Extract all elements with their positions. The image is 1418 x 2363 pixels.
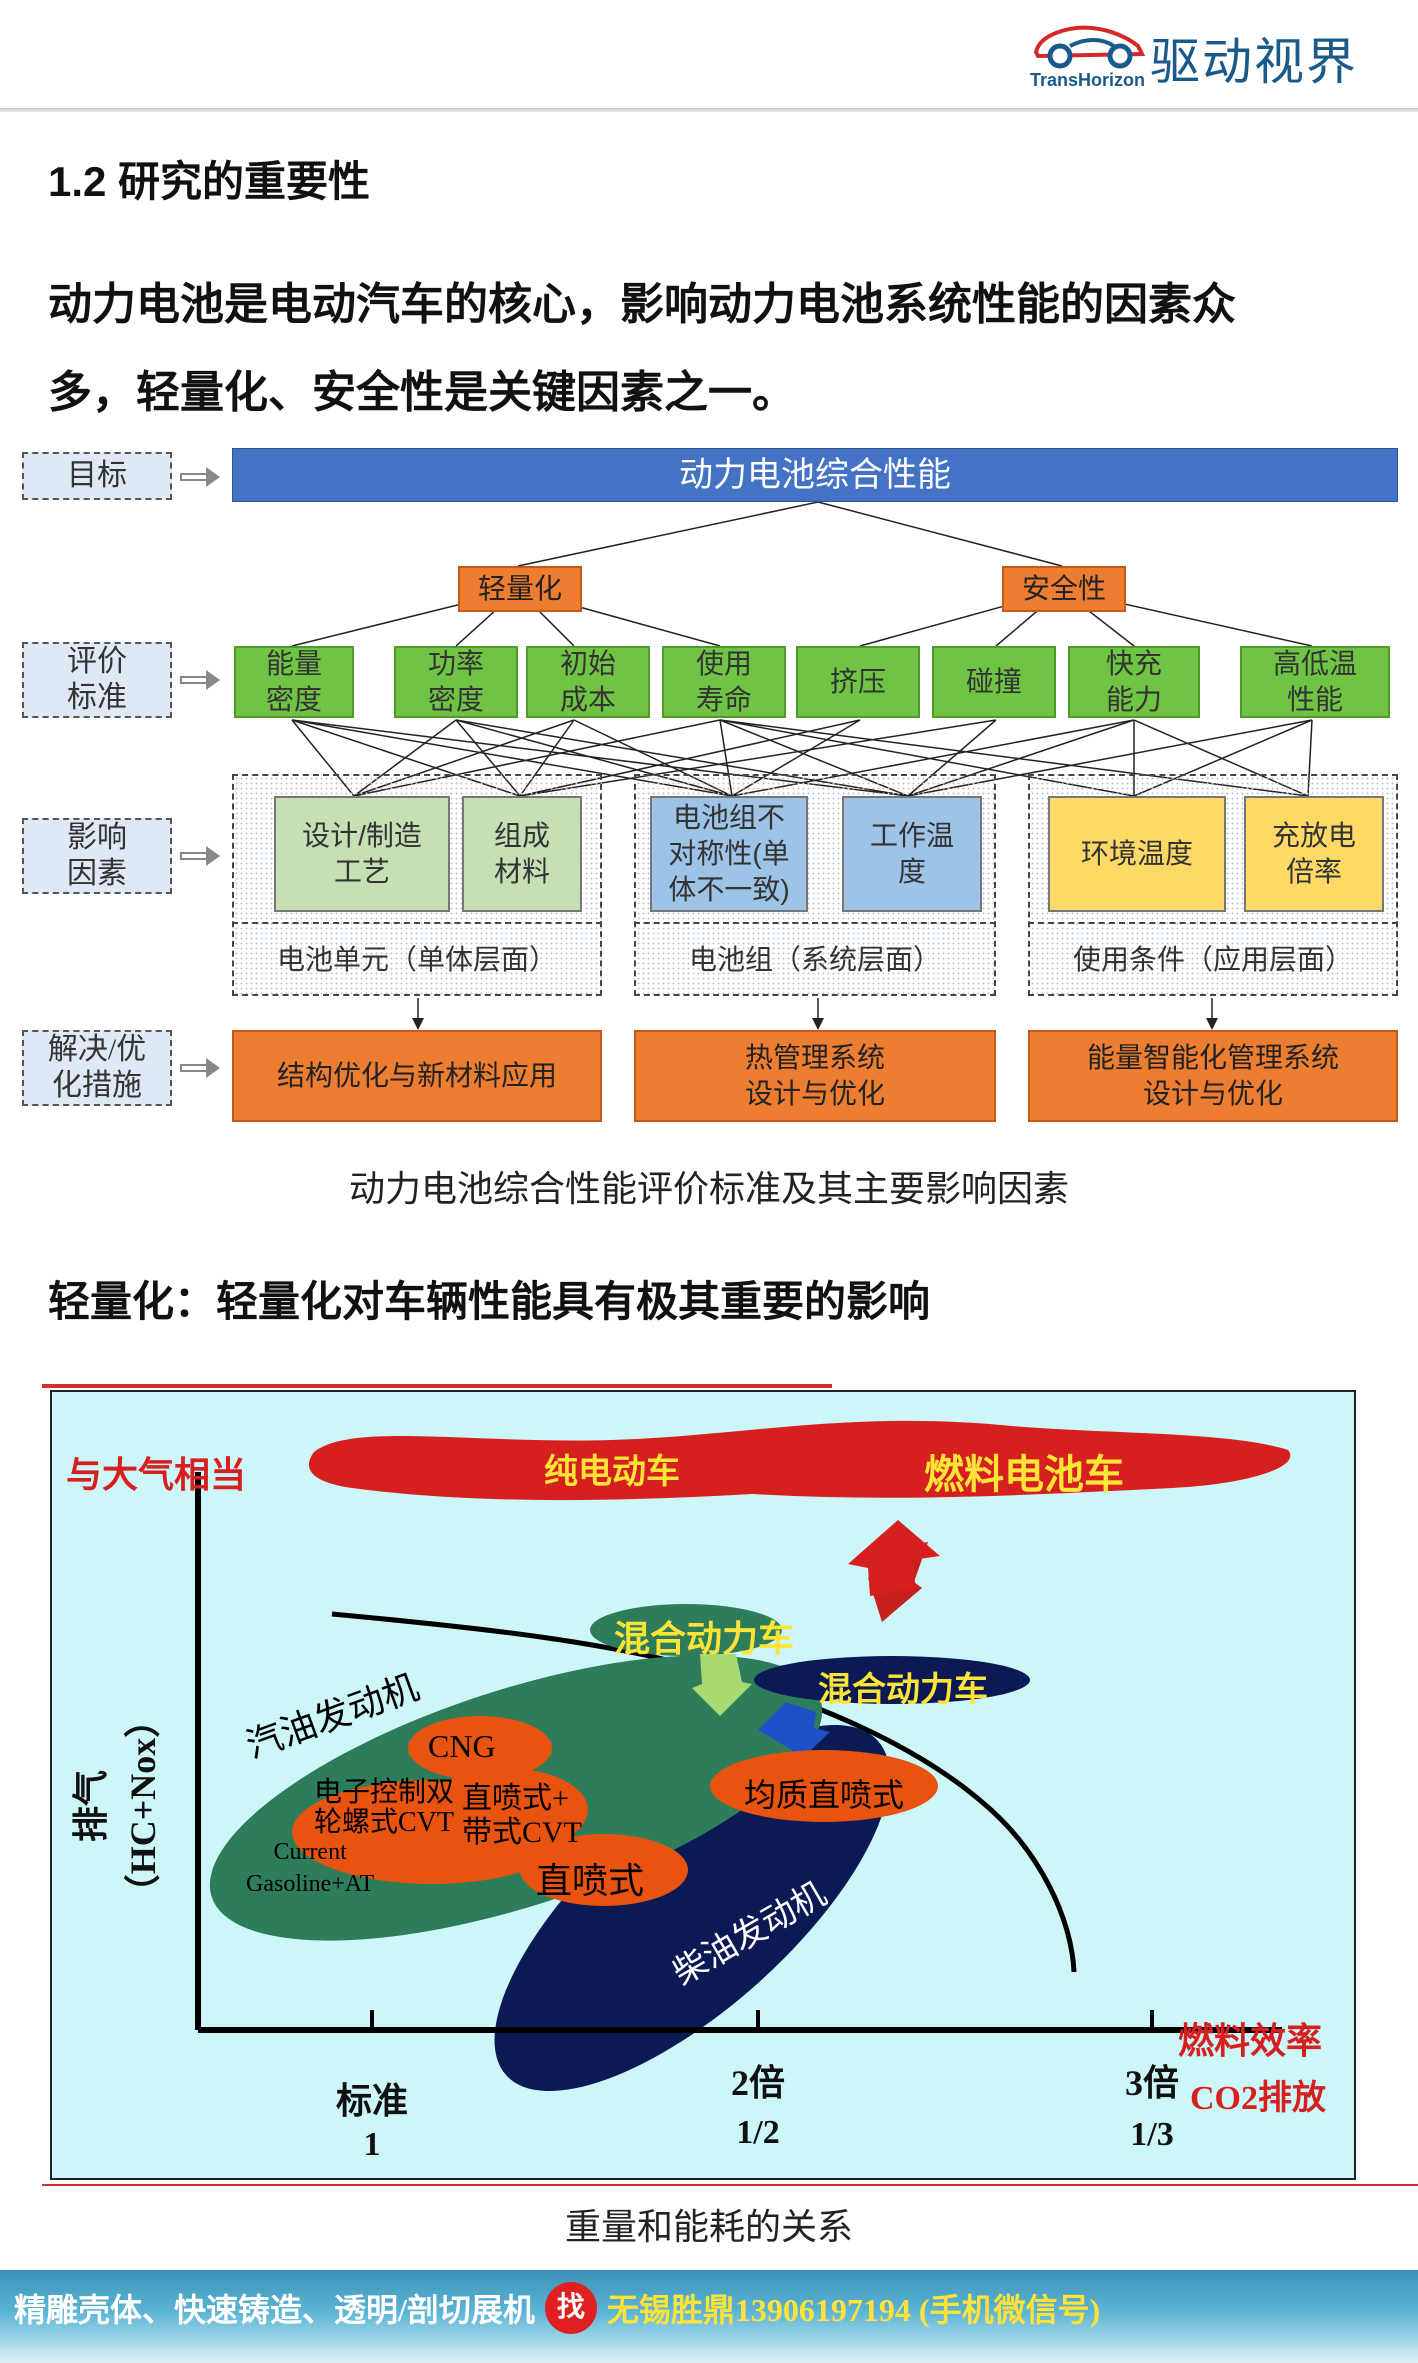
group-label-pack: 电池组（系统层面） [688,944,941,975]
criterion-temperature-performance: 高低温 性能 [1240,646,1390,718]
category-lightweight: 轻量化 [458,566,582,612]
criterion-collision: 碰撞 [932,646,1056,718]
category-safety: 安全性 [1002,566,1126,612]
x-tick-sublabel: 1 [363,2126,381,2163]
x-tick-label: 标准 [335,2081,408,2121]
y-axis-label: 排气（HC+Nox） [71,1701,163,1911]
logo: 驱动视界 TransHorizon [1030,14,1390,94]
footer-services: 精雕壳体、快速铸造、透明/剖切展机 [14,2292,535,2328]
logo-brand: 驱动视界 [1150,33,1358,91]
logo-subtitle: TransHorizon [1030,70,1146,90]
hcci-region [710,1750,938,1822]
group-label-cell: 电池单元（单体层面） [276,944,557,975]
footer-contact: 无锡胜鼎13906197194 (手机微信号) [606,2292,1101,2328]
cng-region [408,1716,552,1780]
factor-design-process: 设计/制造 工艺 [274,796,450,912]
label-cng: CNG [428,1728,496,1764]
label-di: 直喷式 [536,1861,645,1901]
light-arrow-icon [692,1654,752,1716]
header-divider [0,108,1418,112]
page-header: 驱动视界 TransHorizon [0,0,1418,110]
label-fcv: 燃料电池车 [924,1452,1124,1497]
label-current: Current Gasoline+AT [246,1839,375,1897]
arrow-right-icon [180,1058,220,1078]
factor-materials: 组成 材料 [462,796,582,912]
goal-box: 动力电池综合性能 [232,448,1398,502]
y-top-label: 与大气相当 [66,1455,247,1495]
footer-banner: 精雕壳体、快速铸造、透明/剖切展机 找 无锡胜鼎13906197194 (手机微… [0,2270,1418,2363]
factor-ambient-temperature: 环境温度 [1048,796,1226,912]
car-logo-icon [1033,25,1146,69]
x-tick-sublabel: 1/2 [736,2114,780,2151]
solution-structure-materials: 结构优化与新材料应用 [232,1030,602,1122]
chart-caption: 重量和能耗的关系 [564,2206,853,2247]
find-badge-icon: 找 [544,2282,597,2334]
factor-charge-rate: 充放电 倍率 [1244,796,1384,912]
lightweight-heading: 轻量化：轻量化对车辆性能具有极其重要的影响 [48,1278,931,1325]
x-tick-label: 2倍 [730,2063,785,2103]
level-label-criteria: 评价 标准 [22,642,172,718]
factor-cell-inconsistency: 电池组不 对称性(单 体不一致) [650,796,808,912]
group-divider [232,922,602,926]
label-hybrid-1: 混合动力车 [614,1619,795,1659]
x-tick-label: 3倍 [1124,2063,1179,2103]
x-label-co2: CO2排放 [1190,2080,1326,2117]
chart-canvas [195,1420,1291,2092]
label-hcci: 均质直喷式 [744,1777,905,1813]
paragraph-line-1: 动力电池是电动汽车的核心，影响动力电池系统性能的因素众 [48,280,1236,329]
level-label-factors: 影响 因素 [22,818,172,894]
group-divider [634,922,996,926]
solution-energy-management: 能量智能化管理系统 设计与优化 [1028,1030,1398,1122]
criterion-energy-density: 能量 密度 [234,646,354,718]
chart-bottom-rule [42,2184,1418,2186]
emission-efficiency-chart: 与大气相当 排气（HC+Nox） 燃料效率 CO2排放 标准 2倍 3倍 1 1… [50,1390,1356,2180]
criterion-power-density: 功率 密度 [394,646,518,718]
ev-fcv-region [308,1420,1291,1501]
group-label-usage: 使用条件（应用层面） [1072,944,1353,975]
criterion-initial-cost: 初始 成本 [526,646,650,718]
performance-diagram: 目标 评价 标准 影响 因素 解决/优 化措施 动力电池综合性能 轻量化 安全性… [18,440,1402,1130]
criterion-service-life: 使用 寿命 [662,646,786,718]
label-hybrid-2: 混合动力车 [818,1672,988,1709]
di-cvt-region [424,1768,588,1852]
criterion-crush: 挤压 [796,646,920,718]
level-label-goal: 目标 [22,452,172,500]
x-tick-sublabel: 1/3 [1130,2116,1174,2153]
arrow-right-icon [180,670,220,690]
diagram-caption: 动力电池综合性能评价标准及其主要影响因素 [348,1168,1069,1209]
footer-text: 精雕壳体、快速铸造、透明/剖切展机 找 无锡胜鼎13906197194 (手机微… [14,2282,1100,2334]
solution-thermal-management: 热管理系统 设计与优化 [634,1030,996,1122]
label-cvt: 电子控制双 轮螺式CVT [314,1777,455,1838]
paragraph-line-2: 多，轻量化、安全性是关键因素之一。 [48,368,796,417]
blue-arrow-icon [758,1702,830,1764]
hybrid-region-1 [590,1604,782,1656]
x-label-efficiency: 燃料效率 [1178,2021,1323,2061]
arrow-right-icon [180,846,220,866]
level-label-solutions: 解决/优 化措施 [22,1030,172,1106]
di-region [520,1834,688,1906]
arrow-right-icon [180,467,220,487]
chart-top-rule [42,1384,832,1388]
criterion-fast-charge: 快充 能力 [1068,646,1200,718]
label-di-cvt: 直喷式+ 带式CVT [462,1782,582,1849]
label-ev: 纯电动车 [544,1454,680,1491]
factor-operating-temperature: 工作温 度 [842,796,982,912]
group-divider [1028,922,1398,926]
hybrid-region-2 [754,1656,1030,1704]
section-title: 1.2 研究的重要性 [48,158,371,205]
